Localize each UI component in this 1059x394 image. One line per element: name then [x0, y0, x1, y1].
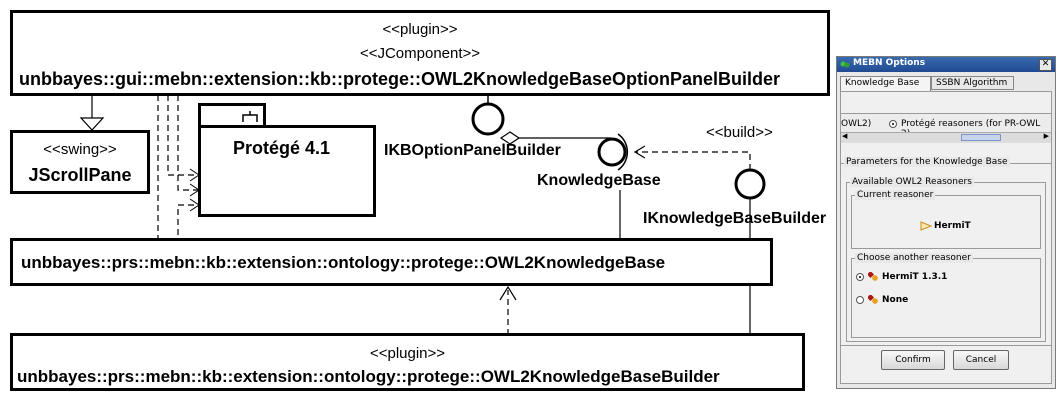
scroll-right-icon[interactable]: ▶ [1043, 132, 1049, 140]
scroll-left-icon[interactable]: ◀ [842, 132, 848, 140]
app-icon [840, 61, 850, 68]
jscrollpane-class: <<swing>> JScrollPane [10, 130, 150, 194]
available-reasoners-title: Available OWL2 Reasoners [850, 177, 974, 187]
reasoner-strip-left-text: OWL2) [841, 119, 872, 129]
build-dependency-label: <<build>> [706, 124, 773, 141]
confirm-button[interactable]: Confirm [881, 350, 945, 370]
none-choice-radio[interactable] [856, 296, 864, 304]
plugin-stereotype: <<plugin>> [382, 21, 458, 38]
option-panel-builder-class: <<plugin>> <<JComponent>> unbbayes::gui:… [10, 10, 830, 96]
parameters-panel: Parameters for the Knowledge Base Availa… [840, 157, 1052, 346]
protege-reasoners-radio[interactable] [889, 120, 897, 128]
parameters-title: Parameters for the Knowledge Base [844, 157, 1010, 167]
package-icon [242, 111, 258, 122]
ikb-option-panel-builder-label: IKBOptionPanelBuilder [384, 142, 561, 159]
choose-reasoner-panel: Choose another reasoner HermiT 1.3.1 Non… [851, 253, 1041, 338]
tab-ssbn-algorithm[interactable]: SSBN Algorithm [931, 76, 1014, 90]
swing-stereotype: <<swing>> [43, 141, 117, 158]
knowledge-base-label: KnowledgeBase [537, 172, 661, 189]
owl2-knowledge-base-name: unbbayes::prs::mebn::kb::extension::onto… [21, 253, 666, 272]
available-reasoners-panel: Available OWL2 Reasoners Current reasone… [846, 177, 1046, 342]
hermit-choice-label[interactable]: HermiT 1.3.1 [882, 272, 948, 282]
horizontal-scrollbar[interactable]: ◀ ▶ [841, 132, 1051, 143]
dialog-title: MEBN Options [853, 58, 926, 68]
mebn-options-dialog: MEBN Options ✕ Knowledge Base SSBN Algor… [836, 56, 1056, 389]
jscrollpane-name: JScrollPane [28, 165, 132, 185]
choose-reasoner-title: Choose another reasoner [855, 253, 973, 263]
cancel-button[interactable]: Cancel [953, 350, 1009, 370]
knowledge-base-circle [597, 137, 627, 167]
ikb-option-panel-builder-circle [471, 102, 505, 136]
none-choice-label[interactable]: None [882, 295, 909, 305]
reasoner-type-strip: OWL2) Protégé reasoners (for PR-OWL 2) ◀… [840, 113, 1052, 143]
owl2-kb-builder-name: unbbayes::prs::mebn::kb::extension::onto… [17, 367, 720, 386]
tab-knowledge-base-label: Knowledge Base [845, 78, 920, 88]
option-panel-builder-name: unbbayes::gui::mebn::extension::kb::prot… [19, 69, 781, 89]
hermit-choice-radio[interactable] [856, 273, 864, 281]
dialog-titlebar: MEBN Options ✕ [837, 57, 1055, 72]
iknowledge-base-builder-circle [734, 168, 766, 200]
owl2-kb-builder-class: <<plugin>> unbbayes::prs::mebn::kb::exte… [10, 333, 805, 391]
protege-package-name: Protégé 4.1 [233, 138, 331, 158]
current-reasoner-value: HermiT [934, 221, 971, 231]
jcomponent-stereotype: <<JComponent>> [359, 45, 481, 62]
tab-ssbn-algorithm-label: SSBN Algorithm [936, 78, 1008, 88]
reasoner-icon [868, 272, 878, 281]
close-icon: ✕ [1041, 59, 1050, 69]
tab-knowledge-base[interactable]: Knowledge Base [840, 76, 931, 92]
hermit-arrow-icon [920, 221, 932, 231]
iknowledge-base-builder-label: IKnowledgeBaseBuilder [643, 210, 827, 227]
builder-plugin-stereotype: <<plugin>> [369, 345, 446, 362]
current-reasoner-title: Current reasoner [855, 190, 936, 200]
owl2-knowledge-base-class: unbbayes::prs::mebn::kb::extension::onto… [10, 238, 773, 286]
scrollbar-thumb[interactable] [961, 134, 1001, 141]
reasoner-icon [868, 295, 878, 304]
current-reasoner-panel: Current reasoner HermiT [851, 190, 1041, 249]
close-button[interactable]: ✕ [1039, 59, 1052, 71]
protege-package: Protégé 4.1 [198, 125, 376, 217]
generalization-arrowhead [79, 117, 105, 131]
protege-package-tab [198, 103, 266, 128]
